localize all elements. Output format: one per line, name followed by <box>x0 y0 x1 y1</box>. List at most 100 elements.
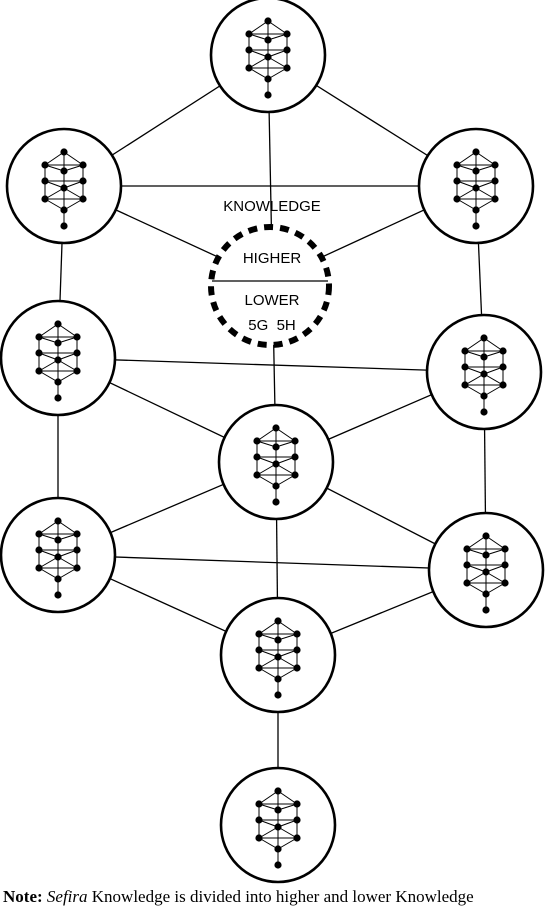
tree-of-life-diagram: KNOWLEDGE HIGHER LOWER 5G 5H <box>0 0 545 884</box>
mini-tree-edge <box>38 370 59 383</box>
sefira-chokhmah <box>417 127 535 245</box>
mini-tree-node <box>274 691 282 699</box>
mini-tree-node <box>54 575 62 583</box>
mini-tree-node <box>472 148 480 156</box>
mini-tree-edge <box>63 187 84 200</box>
mini-tree-edge <box>57 370 78 383</box>
mini-tree-edge <box>464 373 485 386</box>
sefira-netzach <box>0 496 117 614</box>
mini-tree-edge <box>57 359 78 372</box>
mini-tree-edge <box>256 463 277 476</box>
mini-tree-node <box>480 370 488 378</box>
mini-tree-node <box>501 545 509 553</box>
mini-tree-edge <box>63 151 84 166</box>
mini-tree-node <box>60 184 68 192</box>
mini-tree-node <box>73 546 81 554</box>
sefira-yesod <box>219 596 337 714</box>
mini-tree-node <box>283 64 291 72</box>
mini-tree-node <box>293 630 301 638</box>
mini-tree-edge <box>57 567 78 580</box>
mini-tree-icon <box>461 334 507 416</box>
mini-tree-edge <box>38 359 59 372</box>
mini-tree-edge <box>483 384 504 397</box>
mini-tree-node <box>41 177 49 185</box>
mini-tree-edge <box>38 567 59 580</box>
mini-tree-edge <box>475 151 496 166</box>
mini-tree-node <box>255 646 263 654</box>
mini-tree-node <box>35 349 43 357</box>
mini-tree-node <box>35 367 43 375</box>
sefira-malkhut <box>219 766 337 884</box>
mini-tree-edge <box>485 582 506 595</box>
mini-tree-edge <box>464 384 485 397</box>
mini-tree-icon <box>35 517 81 599</box>
mini-tree-node <box>253 437 261 445</box>
mini-tree-edge <box>57 520 78 535</box>
mini-tree-edge <box>256 474 277 487</box>
mini-tree-node <box>463 579 471 587</box>
mini-tree-node <box>54 378 62 386</box>
mini-tree-node <box>491 177 499 185</box>
mini-tree-node <box>54 536 62 544</box>
sefira-chesed <box>0 299 117 417</box>
knowledge-dashed-circle <box>208 224 332 348</box>
mini-tree-node <box>274 653 282 661</box>
mini-tree-node <box>472 222 480 230</box>
mini-tree-node <box>293 816 301 824</box>
mini-tree-edge <box>277 837 298 850</box>
mini-tree-edge <box>485 535 506 550</box>
mini-tree-node <box>453 195 461 203</box>
mini-tree-edge <box>464 337 485 352</box>
mini-tree-node <box>274 787 282 795</box>
mini-tree-node <box>482 532 490 540</box>
mini-tree-node <box>501 579 509 587</box>
mini-tree-node <box>79 195 87 203</box>
mini-tree-node <box>264 17 272 25</box>
mini-tree-icon <box>463 532 509 614</box>
mini-tree-node <box>293 800 301 808</box>
mini-tree-node <box>255 664 263 672</box>
mini-tree-node <box>480 334 488 342</box>
mini-tree-node <box>480 392 488 400</box>
mini-tree-edge <box>466 582 487 595</box>
mini-tree-node <box>480 353 488 361</box>
mini-tree-node <box>54 553 62 561</box>
mini-tree-node <box>272 498 280 506</box>
mini-tree-edge <box>466 535 487 550</box>
mini-tree-node <box>472 184 480 192</box>
sefira-tiferet <box>217 403 335 521</box>
mini-tree-node <box>293 834 301 842</box>
note-caption: Note: Sefira Knowledge is divided into h… <box>3 885 543 909</box>
mini-tree-node <box>255 834 263 842</box>
mini-tree-node <box>274 806 282 814</box>
mini-tree-node <box>73 530 81 538</box>
mini-tree-node <box>472 206 480 214</box>
mini-tree-edge <box>485 571 506 584</box>
mini-tree-node <box>274 636 282 644</box>
mini-tree-node <box>283 46 291 54</box>
path-chesed-gevurah <box>57 357 485 373</box>
note-term: Sefira <box>46 887 88 906</box>
mini-tree-node <box>54 356 62 364</box>
mini-tree-node <box>264 53 272 61</box>
mini-tree-node <box>60 206 68 214</box>
mini-tree-node <box>253 453 261 461</box>
mini-tree-node <box>79 177 87 185</box>
mini-tree-node <box>499 381 507 389</box>
mini-tree-edge <box>456 187 477 200</box>
mini-tree-edge <box>248 67 269 80</box>
mini-tree-node <box>482 551 490 559</box>
mini-tree-node <box>245 46 253 54</box>
knowledge-label: KNOWLEDGE <box>223 198 321 215</box>
knowledge-sefira <box>208 224 332 348</box>
mini-tree-node <box>501 561 509 569</box>
mini-tree-node <box>255 630 263 638</box>
mini-tree-node <box>73 564 81 572</box>
mini-tree-edge <box>267 56 288 69</box>
mini-tree-edge <box>57 323 78 338</box>
mini-tree-node <box>499 347 507 355</box>
mini-tree-edge <box>277 620 298 635</box>
mini-tree-node <box>54 320 62 328</box>
mini-tree-edge <box>44 198 65 211</box>
mini-tree-icon <box>255 617 301 699</box>
